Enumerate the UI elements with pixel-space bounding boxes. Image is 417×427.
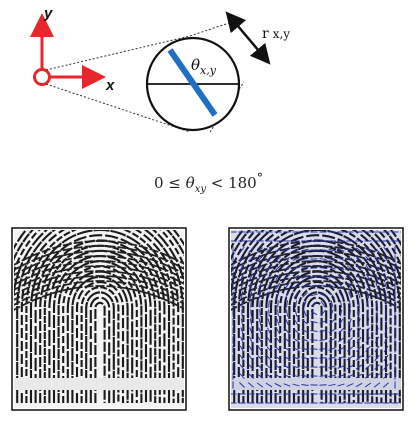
x-axis-label: x	[105, 77, 115, 94]
equation-left: 0 ≤	[154, 174, 186, 192]
equation-subscript: xy	[195, 184, 206, 195]
equation-right: < 180	[206, 174, 257, 192]
y-axis-label: y	[43, 5, 53, 22]
coordinate-axes: y x	[35, 5, 116, 94]
fingerprint-orientation-field-image	[216, 194, 417, 412]
origin-point	[35, 70, 50, 85]
equation-theta: θ	[186, 174, 195, 192]
fingerprint-original-image	[0, 194, 201, 412]
theta-range-equation: 0 ≤ θxy < 180°	[0, 170, 417, 195]
radius-arrow	[232, 19, 264, 57]
orientation-disc: θx,y	[147, 38, 239, 130]
equation-degree: °	[257, 170, 263, 185]
